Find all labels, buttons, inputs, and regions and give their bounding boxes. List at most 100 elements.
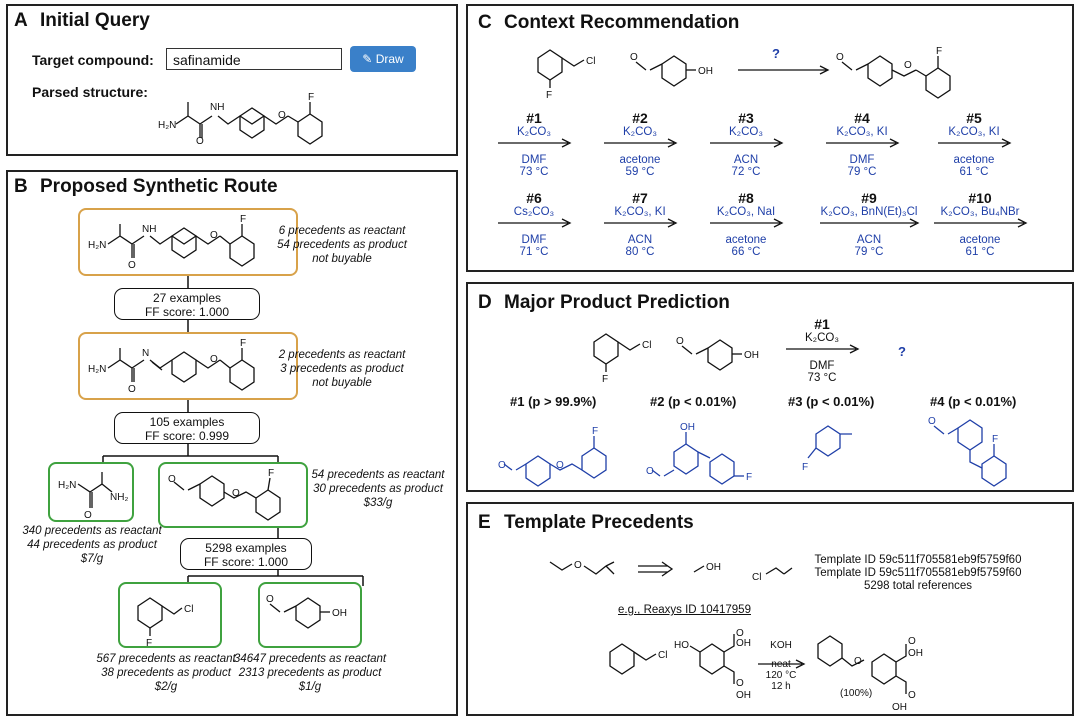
svg-text:F: F — [146, 638, 152, 649]
reaction-arrow-icon — [938, 138, 1012, 148]
prediction-4-label: #4 (p < 0.01%) — [930, 394, 1017, 409]
svg-text:F: F — [546, 90, 552, 101]
svg-text:Cl: Cl — [184, 604, 193, 615]
svg-text:O: O — [196, 136, 204, 147]
prediction-3-label: #3 (p < 0.01%) — [788, 394, 875, 409]
condition-3[interactable]: #3 K₂CO₃ ACN 72 °C — [706, 110, 786, 178]
condition-5[interactable]: #5 K₂CO₃, KI acetone 61 °C — [934, 110, 1014, 178]
svg-text:OH: OH — [892, 702, 907, 713]
stat-line: 567 precedents as reactant — [96, 653, 236, 665]
condition-8[interactable]: #8 K₂CO₃, NaI acetone 66 °C — [706, 190, 786, 258]
reaction-step-2[interactable]: 105 examples FF score: 0.999 — [114, 412, 260, 444]
draw-button[interactable]: ✎ Draw — [350, 46, 416, 72]
panel-letter: D — [478, 292, 492, 313]
panel-title: Context Recommendation — [504, 12, 740, 33]
node2-stats: 2 precedents as reactant 3 precedents as… — [262, 348, 422, 390]
svg-text:O: O — [232, 488, 240, 499]
condition-1[interactable]: #1 K₂CO₃ DMF 73 °C — [494, 110, 574, 178]
condition-number: #4 — [854, 110, 870, 126]
svg-text:Cl: Cl — [586, 56, 595, 67]
condition-reagent: K₂CO₃, KI — [614, 206, 666, 218]
hydroxybenzaldehyde-structure: OOH — [266, 594, 347, 629]
svg-text:O: O — [128, 260, 136, 271]
svg-text:NH: NH — [210, 102, 224, 113]
mid-leaf-stats: 54 precedents as reactant 30 precedents … — [298, 468, 458, 510]
svg-text:O: O — [904, 60, 912, 71]
unknown-conditions-mark: ? — [772, 46, 780, 61]
reaction-step-3[interactable]: 5298 examples FF score: 1.000 — [180, 538, 312, 570]
template-id: Template ID 59c511f705581eb9f5759f60 — [814, 554, 1022, 566]
svg-text:H₂N: H₂N — [58, 480, 76, 491]
benzyl-chloride-structure: ClF — [137, 597, 193, 649]
stat-line: not buyable — [312, 377, 372, 389]
svg-text:OH: OH — [744, 350, 759, 361]
condition-number: #3 — [738, 110, 754, 126]
condition-10[interactable]: #10 K₂CO₃, Bu₄NBr acetone 61 °C — [928, 190, 1032, 258]
condition-temp: 71 °C — [519, 246, 549, 258]
condition-number: #10 — [968, 190, 992, 206]
condition-temp: 73 °C — [519, 166, 549, 178]
svg-text:O: O — [128, 384, 136, 395]
condition-solvent: acetone — [725, 234, 767, 246]
svg-text:OH: OH — [698, 66, 713, 77]
precedent-conditions: KOH neat 120 °C 12 h — [758, 640, 804, 692]
stat-line: 44 precedents as product — [27, 539, 157, 551]
target-input[interactable]: safinamide — [166, 48, 342, 70]
reaction-step-1[interactable]: 27 examples FF score: 1.000 — [114, 288, 260, 320]
stat-line: 2 precedents as reactant — [278, 349, 406, 361]
condition-6[interactable]: #6 Cs₂CO₃ DMF 71 °C — [494, 190, 574, 258]
step-examples: 105 examples — [149, 415, 225, 429]
leaf-oh-stats: 34647 precedents as reactant 2313 preced… — [230, 652, 390, 694]
template-info: Template ID 59c511f705581eb9f5759f60 Tem… — [808, 554, 1028, 593]
svg-text:O: O — [556, 460, 564, 471]
condition-temp: 80 °C — [625, 246, 655, 258]
context-reaction-scheme: ClF OOH OOF — [537, 46, 951, 101]
condition-number: #5 — [966, 110, 982, 126]
product-yield: (100%) — [840, 688, 873, 699]
svg-text:O: O — [908, 690, 916, 701]
stat-line: 54 precedents as product — [277, 239, 407, 251]
svg-text:H₂N: H₂N — [88, 364, 106, 375]
stat-line: 54 precedents as reactant — [311, 469, 445, 481]
reaction-arrow-icon — [604, 218, 678, 228]
reaxys-link[interactable]: e.g., Reaxys ID 10417959 — [618, 604, 751, 616]
reaction-arrow-icon — [498, 138, 572, 148]
condition-time: 12 h — [771, 681, 791, 692]
svg-text:F: F — [592, 426, 598, 437]
svg-text:O: O — [630, 52, 638, 63]
condition-2[interactable]: #2 K₂CO₃ acetone 59 °C — [600, 110, 680, 178]
left-leaf-stats: 340 precedents as reactant 44 precedents… — [12, 524, 172, 566]
condition-solvent: DMF — [809, 360, 835, 372]
svg-text:F: F — [268, 468, 274, 479]
svg-text:HO: HO — [674, 640, 689, 651]
prediction-condition[interactable]: #1 K₂CO₃ DMF 73 °C — [782, 316, 862, 384]
panel-title: Template Precedents — [504, 512, 694, 533]
condition-temp: 61 °C — [965, 246, 995, 258]
svg-text:O: O — [646, 466, 654, 477]
stat-line: 30 precedents as product — [313, 483, 443, 495]
step-score: FF score: 1.000 — [203, 555, 289, 569]
svg-text:OH: OH — [680, 422, 695, 433]
condition-temp: 120 °C — [765, 670, 797, 681]
condition-9[interactable]: #9 K₂CO₃, BnN(Et)₃Cl ACN 79 °C — [814, 190, 924, 258]
svg-text:NH: NH — [142, 224, 156, 235]
svg-text:O: O — [736, 678, 744, 689]
svg-text:OH: OH — [736, 638, 751, 649]
svg-text:O: O — [266, 594, 274, 605]
condition-7[interactable]: #7 K₂CO₃, KI ACN 80 °C — [600, 190, 680, 258]
panel-title: Initial Query — [40, 10, 150, 31]
condition-4[interactable]: #4 K₂CO₃, KI DMF 79 °C — [822, 110, 902, 178]
aldehyde-ether-structure: OOF — [168, 468, 281, 521]
svg-text:OH: OH — [736, 690, 751, 701]
svg-text:O: O — [928, 416, 936, 427]
svg-text:O: O — [854, 656, 862, 667]
